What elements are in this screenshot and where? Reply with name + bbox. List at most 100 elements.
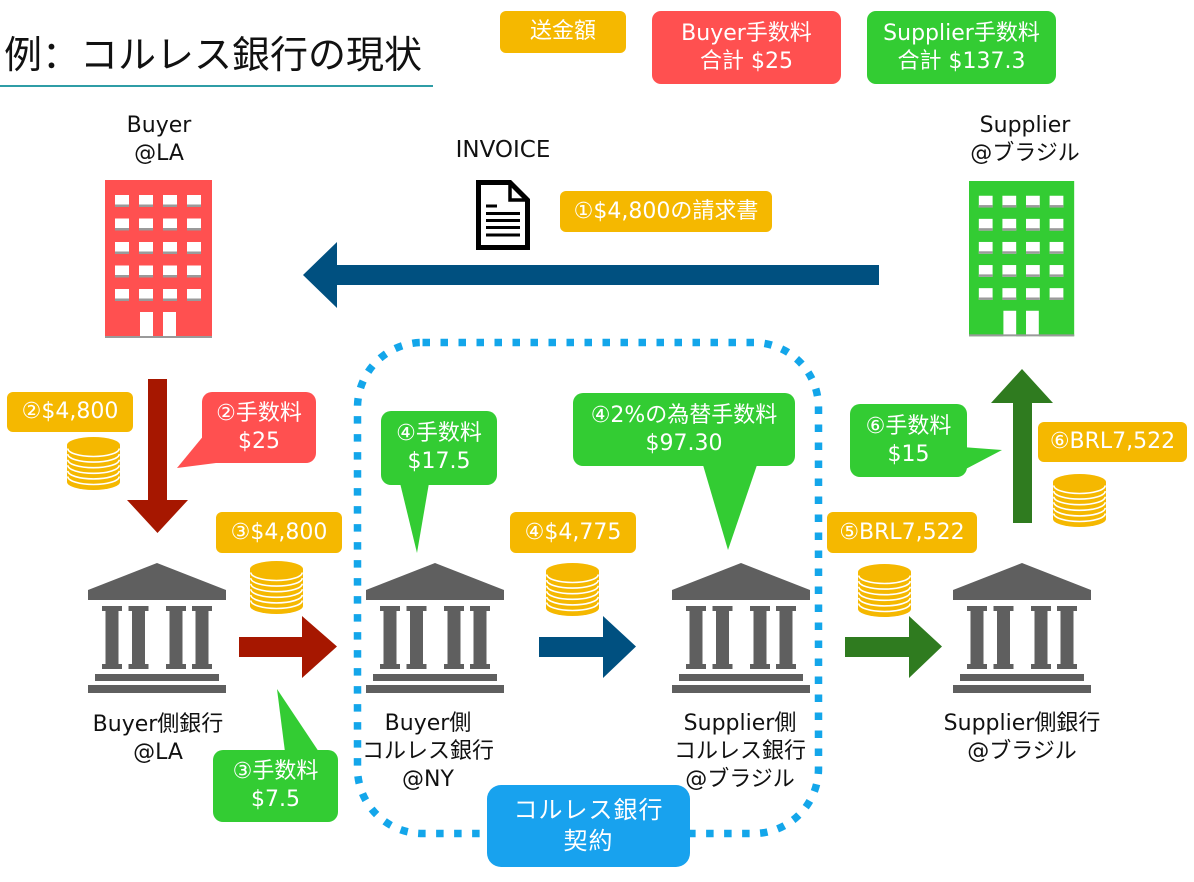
bank-column-shaft (997, 610, 1010, 665)
fee-title: ④2%の為替手数料 (590, 402, 778, 428)
speech-bubble-tail (400, 483, 429, 553)
speech-bubble-tail (177, 434, 216, 468)
building-window-shade (978, 251, 993, 254)
building-window (139, 242, 153, 254)
coin-edge (250, 594, 303, 604)
bank-column-shaft (132, 610, 145, 665)
transfer-tag-step6: ⑥BRL7,522 (1038, 422, 1187, 462)
building-window (1002, 195, 1017, 208)
building-window-shade (1002, 228, 1017, 231)
bank-column-base (712, 664, 733, 669)
coin-edge (546, 585, 599, 595)
building-door (1003, 310, 1017, 337)
building-window-shade (115, 204, 129, 207)
building-window (163, 265, 177, 278)
bank-column-base (102, 664, 122, 669)
bank-column-base (192, 664, 212, 669)
building-door (1026, 310, 1039, 337)
building-window (115, 218, 129, 231)
bank-roof (672, 563, 810, 600)
building-window (115, 195, 129, 207)
building-window (139, 265, 153, 278)
building-window (1002, 218, 1017, 231)
building-window (1002, 241, 1017, 254)
building-window (1049, 288, 1064, 300)
building-window (978, 195, 993, 208)
coin-stack-icon (858, 564, 911, 617)
building-window-shade (1026, 228, 1040, 231)
building-window-shade (139, 275, 153, 278)
building-window (1049, 265, 1064, 277)
bank-step-lower (953, 685, 1091, 693)
title-underline (0, 85, 433, 87)
coin-edge (858, 586, 911, 596)
bank-column-capital (1057, 606, 1077, 611)
bank-step-upper (960, 674, 1084, 681)
bank-column-base (967, 664, 987, 669)
legend-amount-badge: 送金額 (500, 11, 626, 53)
bank-column-base (750, 664, 770, 669)
building-window (978, 218, 993, 231)
bank-step-lower (366, 685, 504, 693)
bank-column-base (993, 664, 1014, 669)
building-window (1026, 195, 1040, 208)
bank-step-upper (95, 674, 219, 681)
coin-edge (858, 580, 911, 590)
bank-roof (953, 563, 1091, 600)
bank-column-shaft (1034, 610, 1048, 665)
building-window-shade (163, 204, 177, 207)
bank-roof (88, 563, 226, 600)
building-window-shade (1049, 228, 1064, 231)
bank-column-shaft (753, 610, 767, 665)
correspondent-contract-badge: コルレス銀行 契約 (487, 785, 690, 867)
legend-amount-label: 送金額 (529, 19, 596, 44)
buyer-building-icon (105, 180, 212, 338)
bank-column-shaft (105, 610, 119, 665)
coin-edge (858, 592, 911, 602)
coin-edge (250, 600, 303, 610)
building-window-shade (139, 204, 153, 207)
fee-bubble-buyer-correspondent: ④手数料 $17.5 (381, 411, 497, 553)
building-window-shade (187, 298, 201, 301)
legend-buyer-fee-badge: Buyer手数料 合計 $25 (652, 11, 841, 84)
bank-side: Buyer側 (384, 711, 472, 736)
bank-label-supplier-correspondent: Supplier側 コルレス銀行 @ブラジル (630, 710, 850, 794)
building-window (163, 195, 177, 207)
building-window-shade (139, 228, 153, 231)
coin-edge (1053, 490, 1106, 500)
legend-supplier-fee-total: 合計 $137.3 (897, 48, 1026, 74)
coin-stack-icon (1053, 474, 1106, 527)
coin-stack-icon (250, 561, 303, 614)
tail-shape (962, 447, 1002, 471)
building-door (140, 312, 153, 338)
building-window (1002, 265, 1017, 277)
fee-title: ⑥手数料 (865, 413, 952, 439)
bank-step-upper (373, 674, 497, 681)
building-window (115, 242, 129, 254)
building-window (1049, 241, 1064, 254)
building-window-shade (1002, 297, 1017, 300)
building-ground-line (105, 336, 212, 338)
coin-edge (67, 476, 120, 486)
building-door (163, 312, 176, 338)
transfer-tag-step4: ④$4,775 (510, 512, 636, 553)
tail-shape (703, 465, 757, 550)
building-window (115, 265, 129, 278)
fee-amount: $25 (238, 428, 280, 454)
bank-column-base (406, 664, 427, 669)
coin-edge (250, 583, 303, 593)
tail-shape (177, 434, 216, 468)
bank-column-shaft (716, 610, 729, 665)
building-window-shade (1049, 274, 1064, 277)
coin-edge (1053, 502, 1106, 512)
arrow-right-correspondent-to-supplier-bank-icon (845, 616, 942, 678)
coin-edge (67, 465, 120, 475)
arrow-right-buyer-bank-to-correspondent-icon (239, 616, 337, 678)
bank-column-shaft (473, 610, 487, 665)
coin-edge (67, 459, 120, 469)
bank-icon-buyer-correspondent (366, 563, 504, 693)
coin-edge (546, 579, 599, 589)
building-window-shade (115, 251, 129, 254)
fee-amount: $17.5 (407, 449, 471, 474)
